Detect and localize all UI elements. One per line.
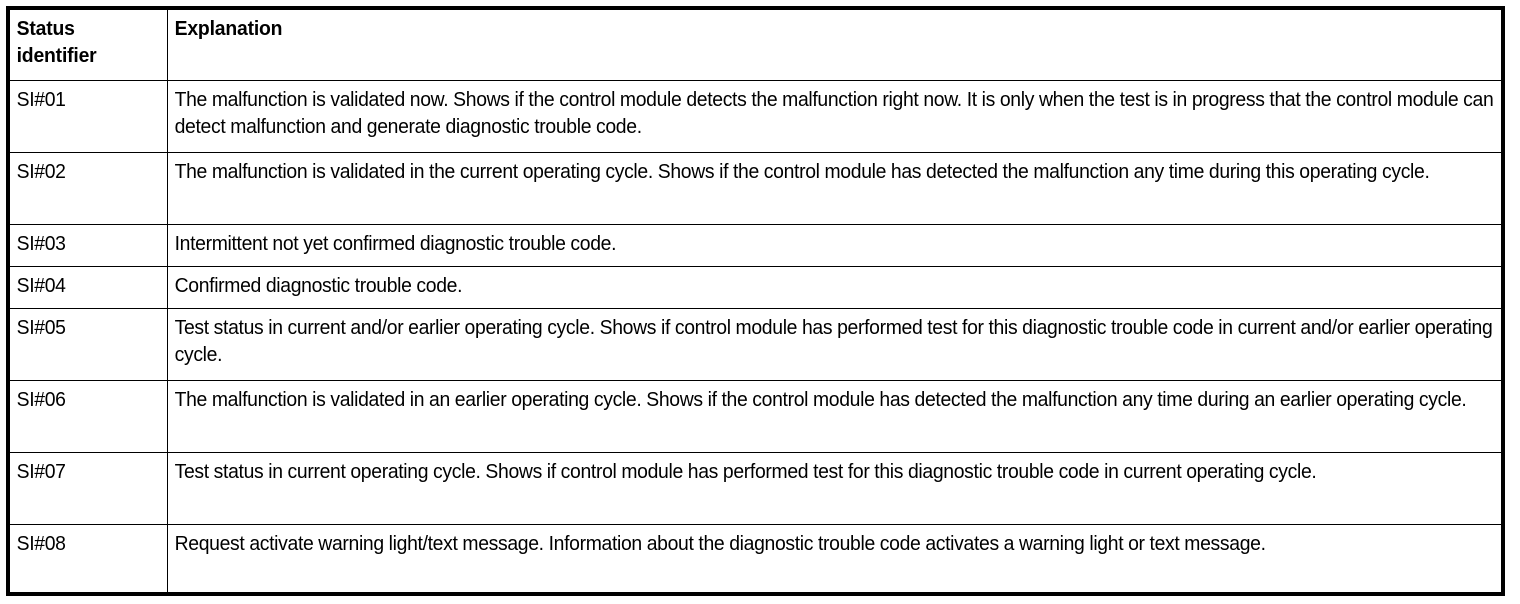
- status-identifier-value: SI#06: [16, 387, 66, 411]
- explanation-text: Request activate warning light/text mess…: [174, 531, 1266, 555]
- cell-explanation: Test status in current and/or earlier op…: [166, 307, 1504, 381]
- status-identifier-value: SI#02: [16, 159, 66, 183]
- column-header-status-identifier-text: Status identifier: [10, 10, 180, 75]
- cell-explanation: The malfunction is validated in an earli…: [166, 379, 1504, 453]
- status-identifier-value: SI#07: [16, 459, 66, 483]
- status-identifier-value: SI#03: [16, 231, 66, 255]
- table-row: SI#05 Test status in current and/or earl…: [7, 307, 1504, 381]
- table-row: SI#02 The malfunction is validated in th…: [7, 151, 1504, 225]
- table-row: SI#04 Confirmed diagnostic trouble code.: [7, 265, 1504, 309]
- status-identifier-value: SI#01: [16, 87, 66, 111]
- cell-explanation: Intermittent not yet confirmed diagnosti…: [166, 223, 1504, 267]
- explanation-text: The malfunction is validated in the curr…: [174, 159, 1430, 183]
- status-identifier-value: SI#04: [16, 273, 66, 297]
- explanation-text: The malfunction is validated now. Shows …: [174, 87, 1494, 138]
- table-body: SI#01 The malfunction is validated now. …: [7, 79, 1504, 595]
- status-identifier-value: SI#08: [16, 531, 66, 555]
- explanation-text: The malfunction is validated in an earli…: [174, 387, 1467, 411]
- cell-status-identifier: SI#08: [7, 523, 168, 595]
- cell-explanation: Request activate warning light/text mess…: [166, 523, 1504, 595]
- column-header-explanation-text: Explanation: [174, 17, 283, 40]
- explanation-text: Test status in current operating cycle. …: [174, 459, 1317, 483]
- cell-status-identifier: SI#05: [7, 307, 168, 381]
- column-header-status-identifier: Status identifier: [7, 7, 168, 81]
- cell-status-identifier: SI#04: [7, 265, 168, 309]
- cell-explanation: Test status in current operating cycle. …: [166, 451, 1504, 525]
- column-header-line1: Status: [16, 17, 75, 40]
- table-row: SI#06 The malfunction is validated in an…: [7, 379, 1504, 453]
- column-header-line2: identifier: [16, 44, 97, 68]
- status-identifier-value: SI#05: [16, 315, 66, 339]
- cell-status-identifier: SI#06: [7, 379, 168, 453]
- explanation-text: Test status in current and/or earlier op…: [174, 315, 1493, 366]
- cell-explanation: The malfunction is validated in the curr…: [166, 151, 1504, 225]
- status-identifier-table: Status identifier Explanation SI#01 The m…: [6, 6, 1505, 596]
- cell-explanation: Confirmed diagnostic trouble code.: [166, 265, 1504, 309]
- explanation-text: Intermittent not yet confirmed diagnosti…: [174, 231, 617, 255]
- cell-status-identifier: SI#02: [7, 151, 168, 225]
- table-row: SI#01 The malfunction is validated now. …: [7, 79, 1504, 153]
- column-header-explanation: Explanation: [166, 7, 1504, 81]
- cell-explanation: The malfunction is validated now. Shows …: [166, 79, 1504, 153]
- cell-status-identifier: SI#07: [7, 451, 168, 525]
- table-row: SI#03 Intermittent not yet confirmed dia…: [7, 223, 1504, 267]
- table-row: SI#08 Request activate warning light/tex…: [7, 523, 1504, 595]
- table-header: Status identifier Explanation: [7, 7, 1504, 81]
- table-header-row: Status identifier Explanation: [7, 7, 1504, 81]
- explanation-text: Confirmed diagnostic trouble code.: [174, 273, 463, 297]
- cell-status-identifier: SI#01: [7, 79, 168, 153]
- table-row: SI#07 Test status in current operating c…: [7, 451, 1504, 525]
- cell-status-identifier: SI#03: [7, 223, 168, 267]
